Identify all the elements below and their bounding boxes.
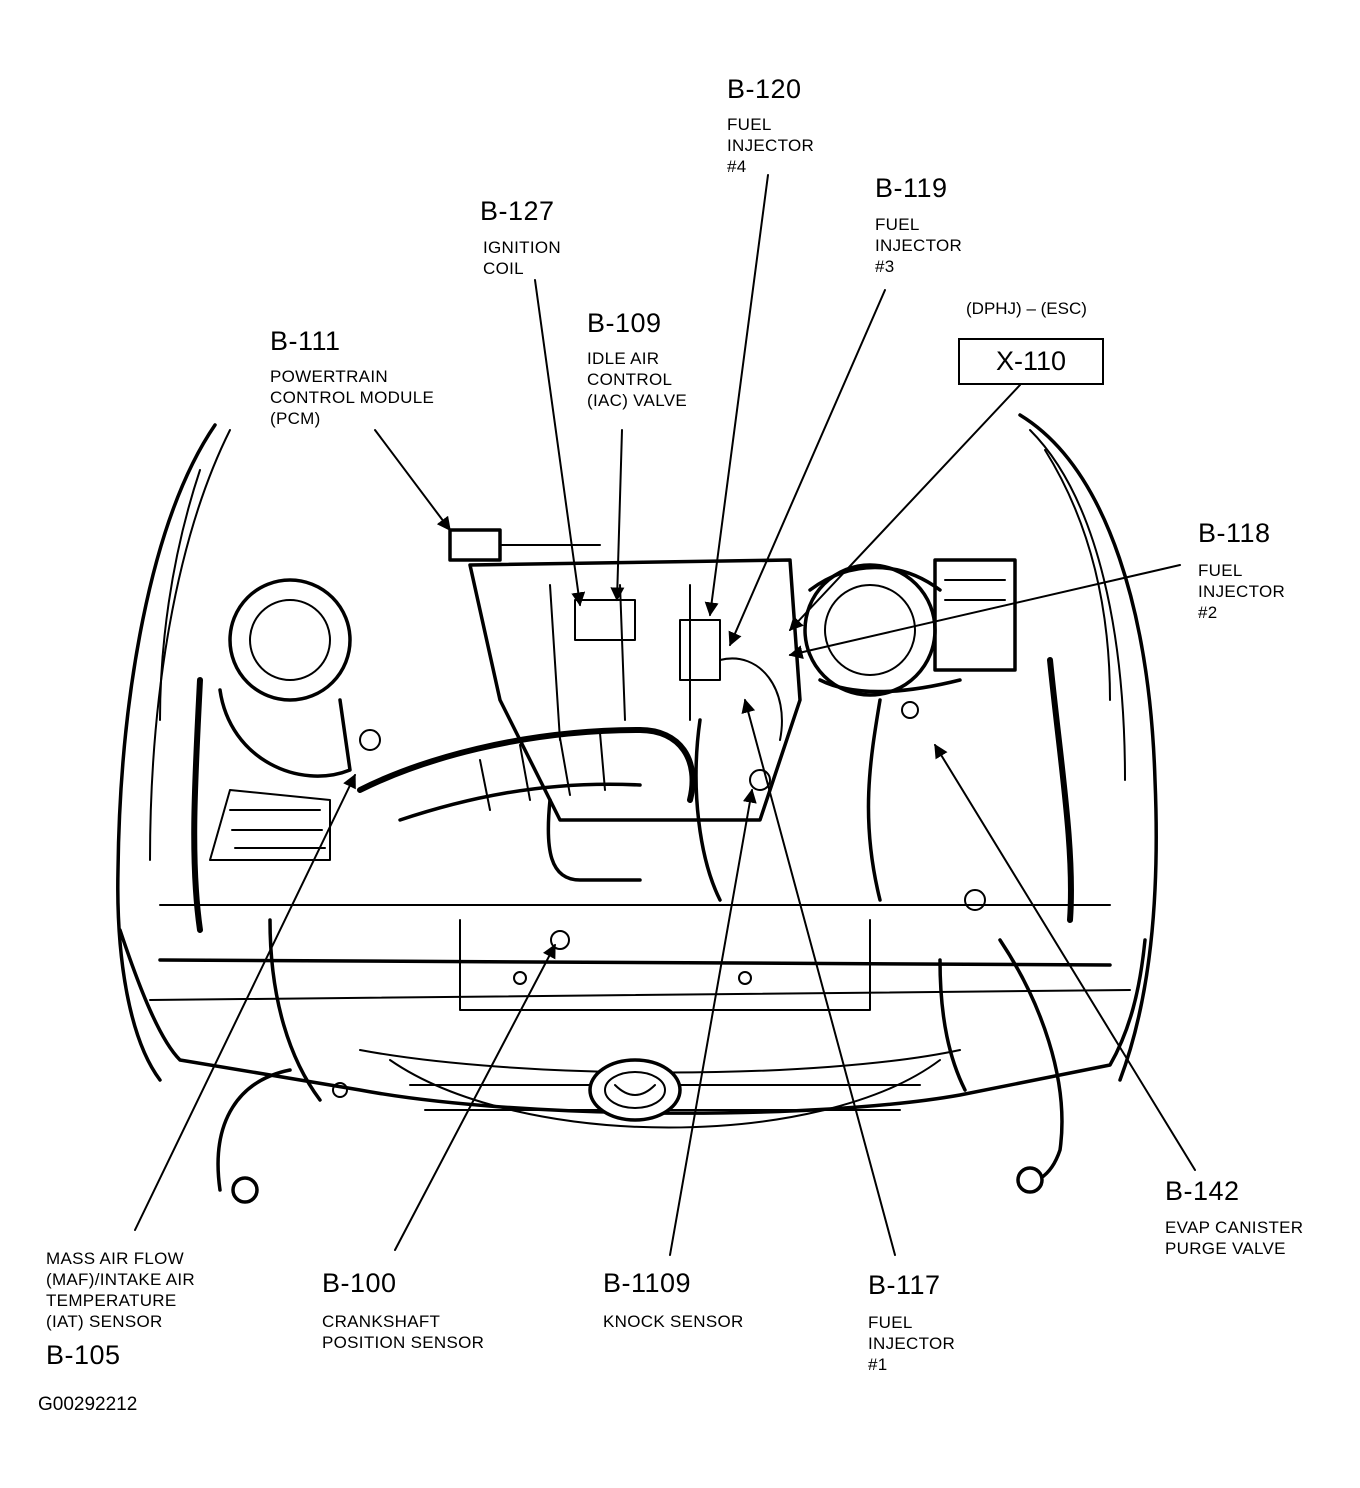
label-b1109-code: B-1109	[603, 1268, 692, 1298]
label-b117-desc: FUEL INJECTOR #1	[868, 1313, 956, 1374]
leader-b105	[134, 773, 356, 1231]
leader-b117	[741, 698, 896, 1256]
label-b119-desc: FUEL INJECTOR #3	[875, 215, 963, 276]
radiator-support	[158, 904, 1112, 1011]
leader-b100	[394, 943, 556, 1251]
leader-b127	[534, 279, 586, 607]
leader-b109	[610, 429, 625, 602]
pcm-module	[448, 528, 601, 562]
air-cleaner	[209, 578, 352, 861]
label-b118-code: B-118	[1198, 518, 1271, 548]
leader-b118	[788, 564, 1181, 659]
left-fender	[116, 423, 231, 1082]
label-b120-code: B-120	[727, 74, 802, 104]
label-b127-desc: IGNITION COIL	[483, 238, 561, 278]
leader-x110	[789, 384, 1021, 632]
intake-duct	[357, 727, 696, 822]
label-b100-code: B-100	[322, 1268, 397, 1298]
label-b118-desc: FUEL INJECTOR #2	[1198, 561, 1286, 622]
fittings	[332, 701, 986, 1098]
label-b109-desc: IDLE AIR CONTROL (IAC) VALVE	[587, 349, 687, 410]
label-x110-code: X-110	[958, 338, 1105, 385]
leader-b1109	[669, 788, 757, 1256]
label-b111-desc: POWERTRAIN CONTROL MODULE (PCM)	[270, 367, 435, 428]
label-b142-code: B-142	[1165, 1176, 1240, 1206]
label-b1109-desc: KNOCK SENSOR	[603, 1312, 744, 1331]
label-b100-desc: CRANKSHAFT POSITION SENSOR	[322, 1312, 485, 1352]
leader-b142	[934, 743, 1196, 1171]
label-b105-code: B-105	[46, 1340, 121, 1370]
label-b119-code: B-119	[875, 173, 948, 203]
label-b127-code: B-127	[480, 196, 555, 226]
front-bumper	[118, 928, 1147, 1129]
label-b117-code: B-117	[868, 1270, 941, 1300]
leader-b119	[728, 289, 886, 647]
label-b105-desc: MASS AIR FLOW (MAF)/INTAKE AIR TEMPERATU…	[46, 1249, 195, 1331]
brake-booster	[803, 558, 1017, 697]
hoses	[191, 565, 1074, 1204]
engine-block	[468, 558, 802, 822]
label-b111-code: B-111	[270, 326, 341, 356]
leader-b111	[374, 429, 451, 532]
right-fender	[1018, 413, 1158, 1082]
label-b120-desc: FUEL INJECTOR #4	[727, 115, 815, 176]
label-b109-code: B-109	[587, 308, 662, 338]
leader-b120	[704, 174, 769, 617]
label-x110-note: (DPHJ) – (ESC)	[966, 299, 1087, 318]
figure-id: G00292212	[38, 1394, 138, 1415]
leader-lines	[134, 174, 1196, 1256]
label-b142-desc: EVAP CANISTER PURGE VALVE	[1165, 1218, 1304, 1258]
